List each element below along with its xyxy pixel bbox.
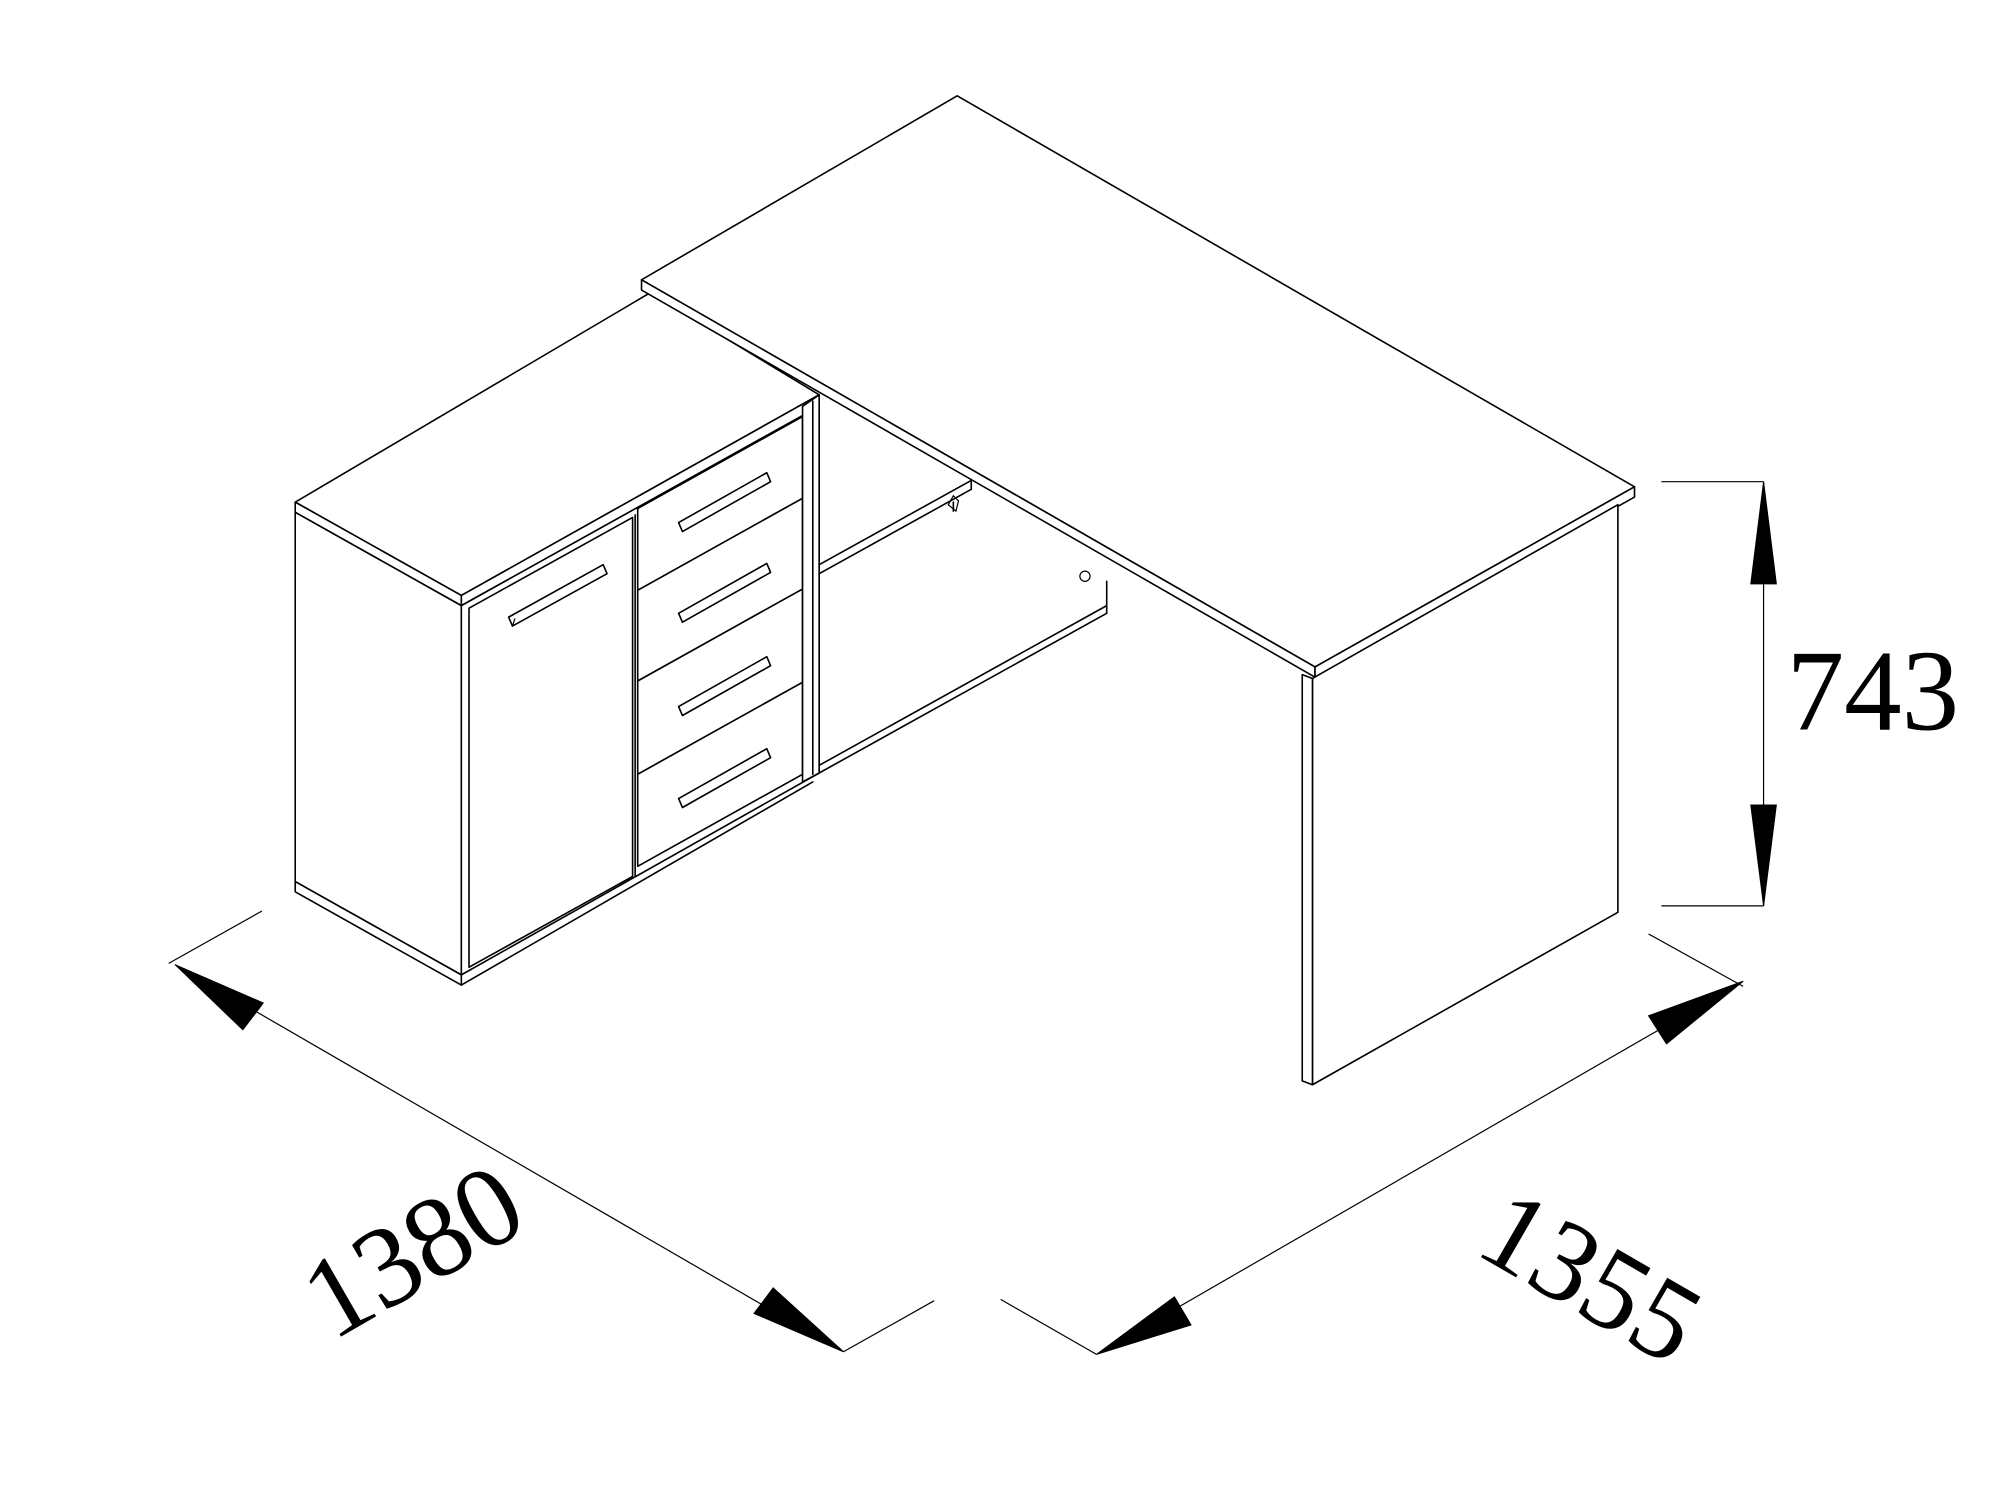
depth-arrow-left <box>175 965 263 1030</box>
height-dimension-label: 743 <box>1787 628 1960 755</box>
depth-dimension: 1380 <box>169 911 934 1363</box>
cabinet-right-edge <box>803 395 820 782</box>
height-arrow-top <box>1751 482 1777 584</box>
leg-panel-edge <box>1302 675 1312 1085</box>
depth-arrow-right <box>754 1288 843 1352</box>
drawer-stack <box>638 417 803 867</box>
open-shelf <box>819 480 1107 773</box>
drawer-1-handle[interactable] <box>679 473 771 532</box>
height-dimension: 743 <box>1661 482 1959 906</box>
drawer-2-handle[interactable] <box>679 563 771 622</box>
cabinet-door[interactable] <box>469 517 633 967</box>
door-handle[interactable] <box>509 565 607 626</box>
desk-top-edge-side <box>1315 487 1634 677</box>
cabinet-unit <box>295 293 819 986</box>
width-dimension-label: 1355 <box>1460 1164 1723 1389</box>
drawer-4-handle[interactable] <box>679 749 771 808</box>
desk-top <box>642 96 1635 677</box>
shelf-pin <box>1080 571 1090 581</box>
desk-leg-panel <box>1302 505 1618 1085</box>
height-arrow-bottom <box>1751 805 1777 906</box>
depth-dimension-label: 1380 <box>281 1138 544 1363</box>
drawer-3-handle[interactable] <box>679 657 771 716</box>
width-arrow-left <box>1096 1297 1191 1354</box>
width-arrow-right <box>1649 981 1744 1044</box>
